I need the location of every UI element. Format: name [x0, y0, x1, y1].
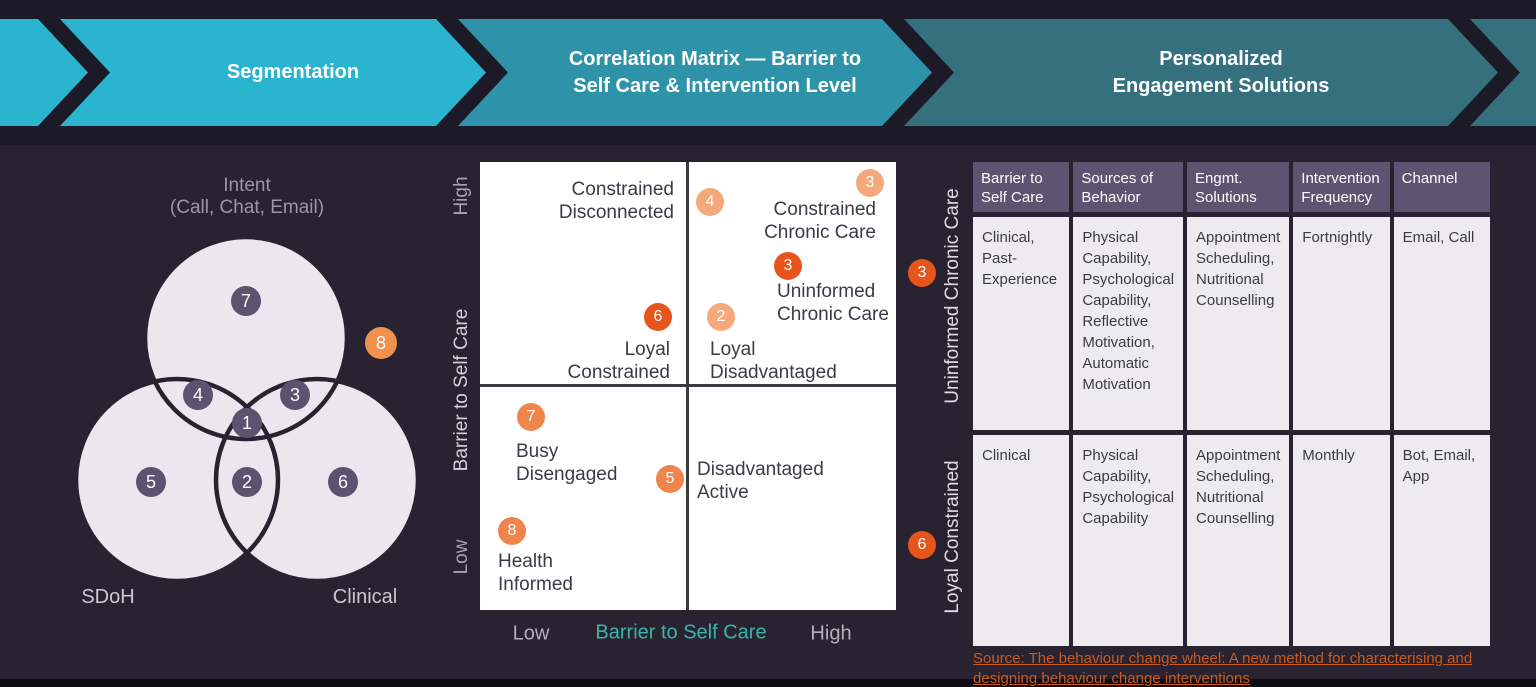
step-segmentation-label: Segmentation: [226, 61, 360, 83]
segmentation-venn-diagram: Intent (Call, Chat, Email) 7 4 3 1 2: [73, 175, 421, 608]
table-row-group-loyal-constrained: Loyal Constrained: [942, 460, 963, 614]
chevron-lead-icon: [0, 19, 88, 126]
table-cell: Physical Capability, Psychological Capab…: [1073, 217, 1184, 430]
matrix-badge-2: 2: [707, 303, 735, 331]
svg-text:6: 6: [338, 472, 348, 492]
column-header-sources-of-behavior: Sources of Behavior: [1073, 162, 1184, 212]
table-cell: Appointment Scheduling, Nutritional Coun…: [1187, 217, 1290, 430]
matrix-label-uninformed-chronic-care: Uninformed Chronic Care: [777, 281, 889, 326]
svg-text:4: 4: [193, 385, 203, 405]
matrix-y-axis-low: Low: [451, 539, 472, 575]
table-row-badge-3: 3: [908, 259, 936, 287]
svg-text:1: 1: [242, 413, 252, 433]
matrix-label-constrained-disconnected: Constrained Disconnected: [558, 179, 674, 224]
table-cell: Appointment Scheduling, Nutritional Coun…: [1187, 435, 1290, 646]
venn-badge-6: 6: [328, 467, 358, 497]
matrix-badge-3-top: 3: [856, 169, 884, 197]
matrix-x-axis-label: Barrier to Self Care: [595, 621, 767, 644]
svg-text:8: 8: [376, 333, 386, 353]
process-header-banner: Segmentation Correlation Matrix — Barrie…: [0, 0, 1536, 145]
matrix-badge-6: 6: [644, 303, 672, 331]
matrix-badge-5: 5: [656, 465, 684, 493]
venn-badge-3: 3: [280, 380, 310, 410]
matrix-label-health-informed: Health Informed: [498, 551, 573, 596]
table-cell: Fortnightly: [1293, 217, 1390, 430]
table-cell: Monthly: [1293, 435, 1390, 646]
table-cell: Clinical, Past-Experience: [973, 217, 1070, 430]
correlation-matrix: 4 Constrained Disconnected 3 Constrained…: [480, 162, 896, 610]
svg-text:3: 3: [290, 385, 300, 405]
venn-badge-4: 4: [183, 380, 213, 410]
venn-label-sdoh: SDoH: [81, 586, 134, 608]
venn-title-line2: (Call, Chat, Email): [170, 197, 324, 218]
matrix-label-loyal-constrained: Loyal Constrained: [567, 339, 670, 384]
matrix-y-axis-label: Barrier to Self Care: [451, 308, 472, 472]
table-cell: Physical Capability, Psychological Capab…: [1073, 435, 1184, 646]
table-cell: Email, Call: [1393, 217, 1490, 430]
svg-text:7: 7: [241, 291, 251, 311]
matrix-badge-3-mid: 3: [774, 252, 802, 280]
step-correlation-matrix-label: Correlation Matrix — Barrier to Self Car…: [568, 47, 862, 97]
matrix-badge-8: 8: [498, 517, 526, 545]
column-header-engmt-solutions: Engmt. Solutions: [1187, 162, 1290, 212]
svg-text:5: 5: [146, 472, 156, 492]
matrix-label-busy-disengaged: Busy Disengaged: [516, 441, 618, 486]
matrix-x-axis-low: Low: [512, 622, 550, 645]
venn-label-clinical: Clinical: [333, 586, 397, 608]
venn-title-line1: Intent: [223, 175, 271, 196]
step-segmentation: Segmentation: [60, 19, 486, 126]
venn-badge-8: 8: [365, 327, 397, 359]
engagement-solutions-table: Barrier to Self Care Sources of Behavior…: [973, 162, 1490, 646]
step-personalized-engagement-label: Personalized Engagement Solutions: [1112, 47, 1330, 97]
venn-badge-7: 7: [231, 286, 261, 316]
table-cell: Clinical: [973, 435, 1070, 646]
venn-circles: [73, 234, 421, 584]
matrix-label-disadvantaged-active: Disadvantaged Active: [697, 459, 824, 504]
column-header-channel: Channel: [1393, 162, 1490, 212]
step-personalized-engagement: Personalized Engagement Solutions: [904, 19, 1498, 126]
venn-badge-1: 1: [232, 408, 262, 438]
matrix-label-constrained-chronic-care: Constrained Chronic Care: [764, 199, 876, 244]
matrix-x-axis-high: High: [810, 622, 852, 645]
svg-text:2: 2: [242, 472, 252, 492]
matrix-y-axis-high: High: [451, 176, 472, 216]
matrix-badge-7: 7: [517, 403, 545, 431]
column-header-barrier-to-self-care: Barrier to Self Care: [973, 162, 1070, 212]
venn-badge-2: 2: [232, 467, 262, 497]
bottom-divider: [0, 679, 1536, 687]
matrix-badge-4: 4: [696, 188, 724, 216]
table-row-badge-6: 6: [908, 531, 936, 559]
matrix-horizontal-divider: [480, 384, 896, 387]
table-cell: Bot, Email, App: [1393, 435, 1490, 646]
step-correlation-matrix: Correlation Matrix — Barrier to Self Car…: [458, 19, 932, 126]
source-citation-link[interactable]: Source: The behaviour change wheel: A ne…: [973, 650, 1473, 687]
venn-badge-5: 5: [136, 467, 166, 497]
column-header-intervention-frequency: Intervention Frequency: [1293, 162, 1390, 212]
matrix-label-loyal-disadvantaged: Loyal Disadvantaged: [710, 339, 837, 384]
table-row-group-uninformed-chronic-care: Uninformed Chronic Care: [942, 188, 963, 404]
